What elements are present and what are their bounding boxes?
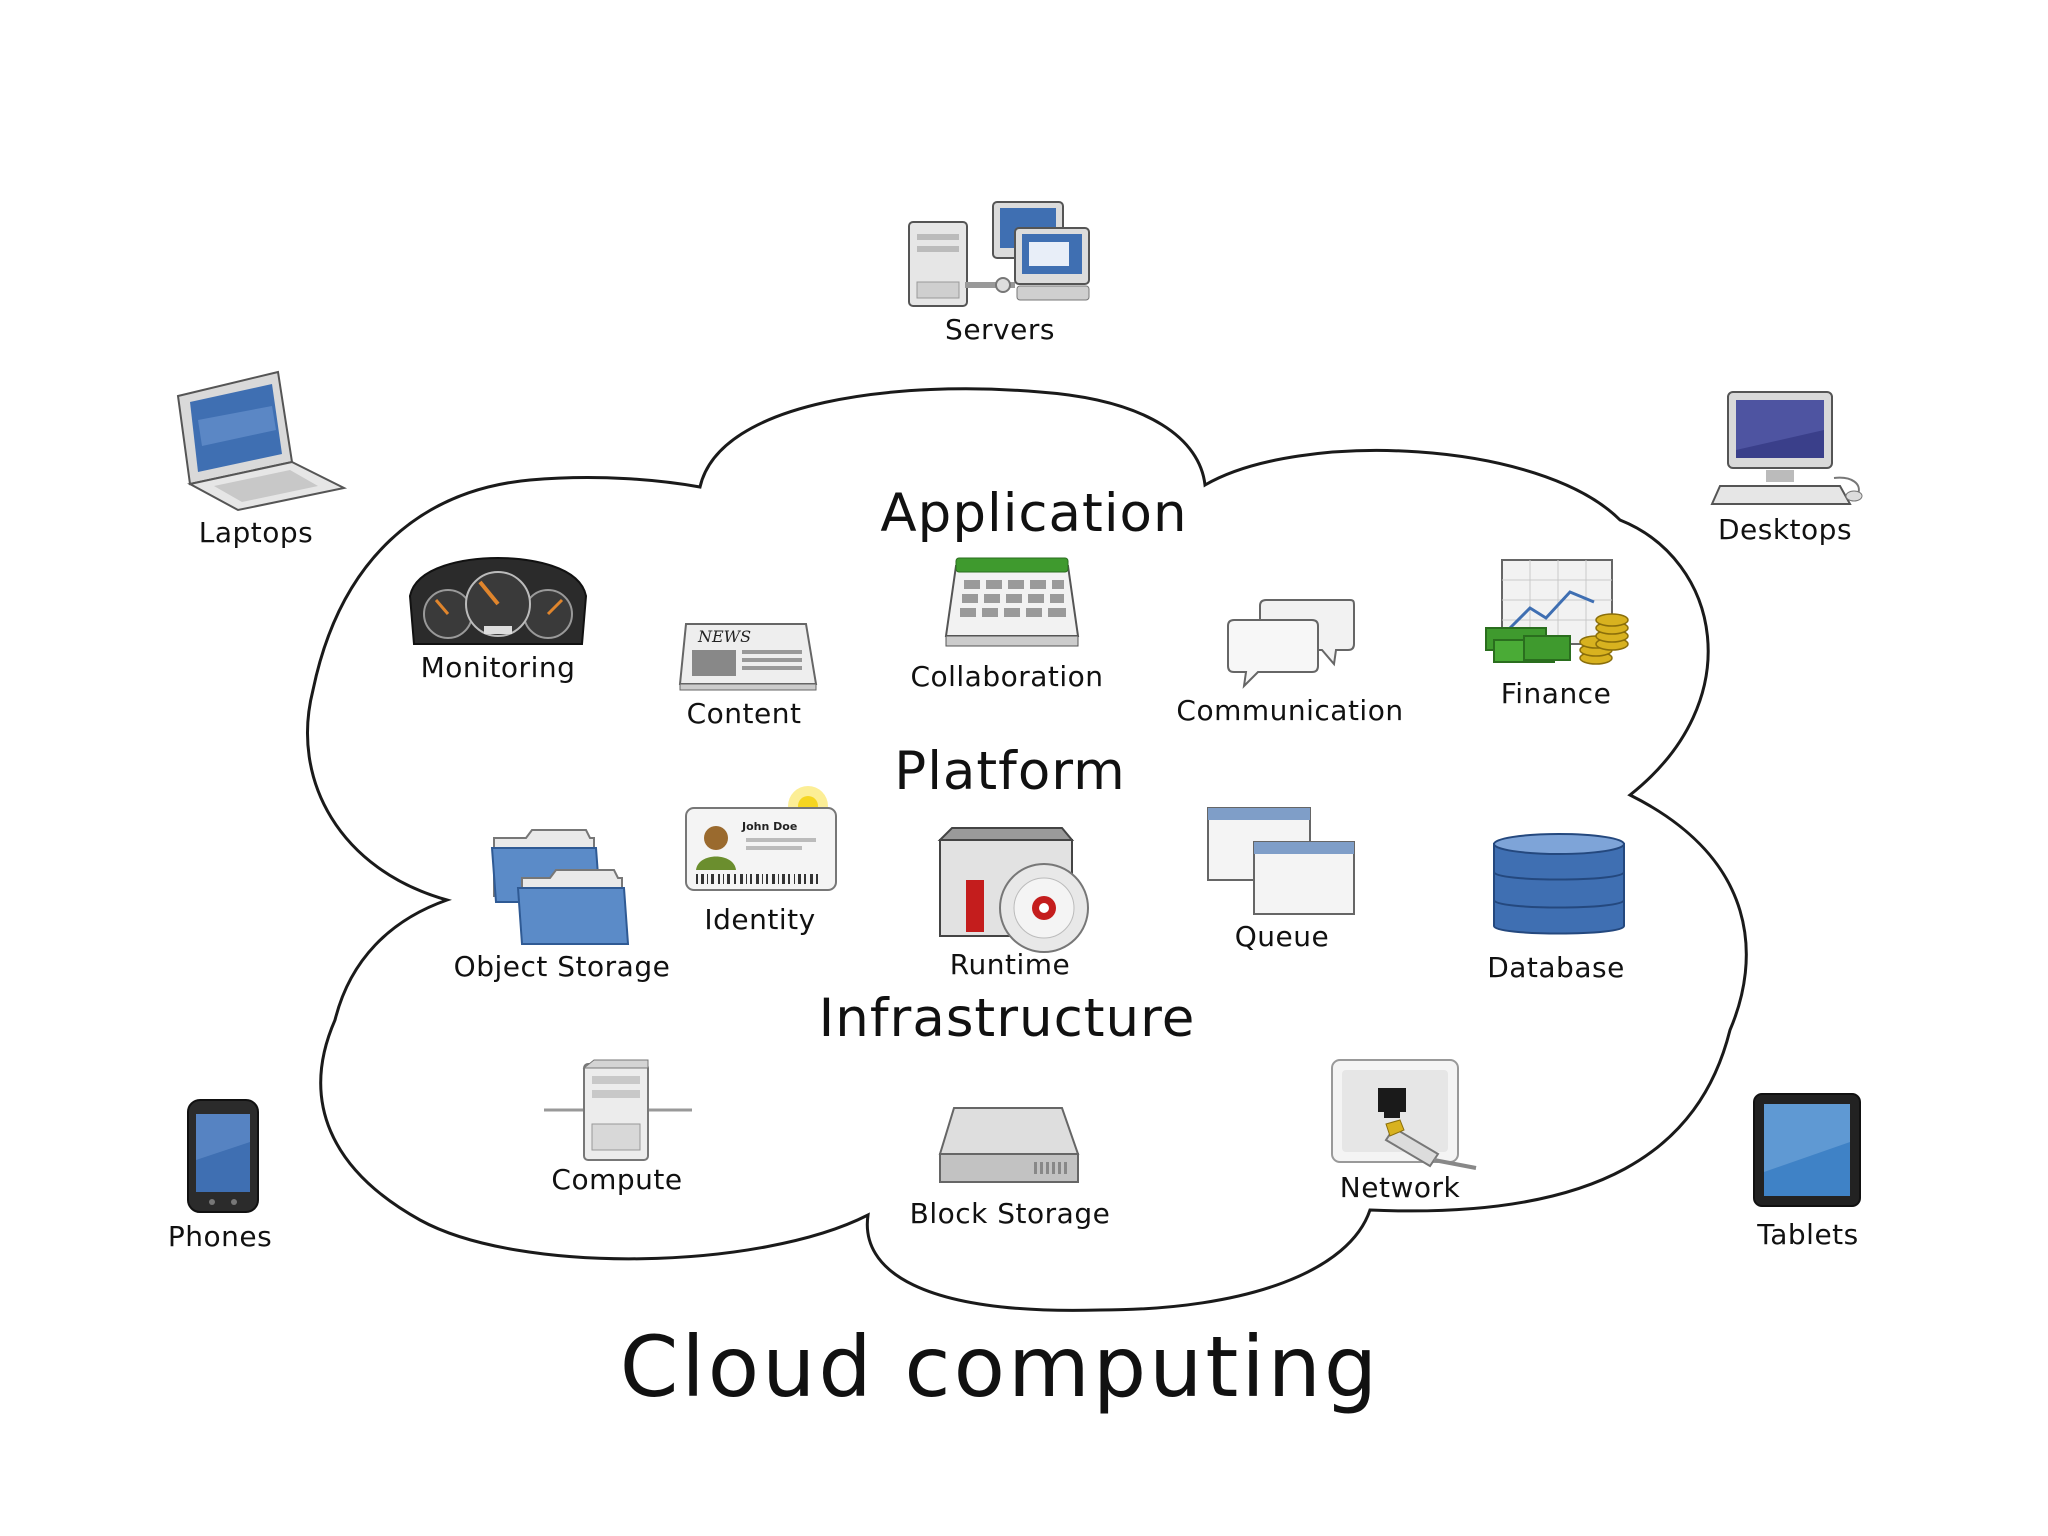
- tablet-icon: [1752, 1092, 1862, 1208]
- monitoring-icon: [406, 556, 590, 648]
- calendar-icon: [942, 556, 1084, 650]
- identity-label: Identity: [704, 903, 816, 936]
- platform-heading: Platform: [894, 741, 1126, 802]
- hard-drive-icon: [938, 1104, 1082, 1186]
- monitoring-label: Monitoring: [420, 651, 576, 684]
- phones-label: Phones: [167, 1220, 273, 1253]
- infrastructure-heading: Infrastructure: [818, 988, 1196, 1049]
- object-storage-label: Object Storage: [453, 950, 671, 983]
- finance-icon: [1484, 558, 1632, 670]
- database-icon: [1490, 830, 1628, 944]
- news-masthead: NEWS: [697, 627, 751, 646]
- compute-label: Compute: [551, 1163, 683, 1196]
- runtime-icon: [936, 824, 1098, 953]
- tablets-label: Tablets: [1757, 1218, 1859, 1251]
- queue-label: Queue: [1234, 920, 1330, 953]
- database-label: Database: [1487, 951, 1625, 984]
- network-port-icon: [1330, 1058, 1480, 1170]
- phone-icon: [186, 1098, 260, 1216]
- id-card-icon: John Doe: [682, 786, 842, 892]
- communication-label: Communication: [1176, 694, 1404, 727]
- collaboration-label: Collaboration: [910, 660, 1104, 693]
- servers-icon: [905, 198, 1095, 310]
- chat-bubbles-icon: [1226, 596, 1356, 689]
- id-card-name: John Doe: [741, 820, 797, 833]
- network-label: Network: [1339, 1171, 1461, 1204]
- application-heading: Application: [880, 483, 1188, 544]
- servers-label: Servers: [945, 313, 1055, 346]
- queue-windows-icon: [1206, 806, 1358, 918]
- finance-label: Finance: [1500, 677, 1612, 710]
- desktop-icon: [1710, 390, 1864, 508]
- block-storage-label: Block Storage: [909, 1197, 1111, 1230]
- diagram-title: Cloud computing: [619, 1318, 1381, 1416]
- laptops-label: Laptops: [198, 516, 314, 549]
- compute-server-icon: [544, 1058, 692, 1162]
- desktops-label: Desktops: [1717, 513, 1853, 546]
- folders-icon: [490, 826, 630, 946]
- content-label: Content: [686, 697, 802, 730]
- runtime-label: Runtime: [949, 948, 1071, 981]
- laptop-icon: [168, 370, 348, 512]
- news-icon: NEWS: [678, 620, 820, 692]
